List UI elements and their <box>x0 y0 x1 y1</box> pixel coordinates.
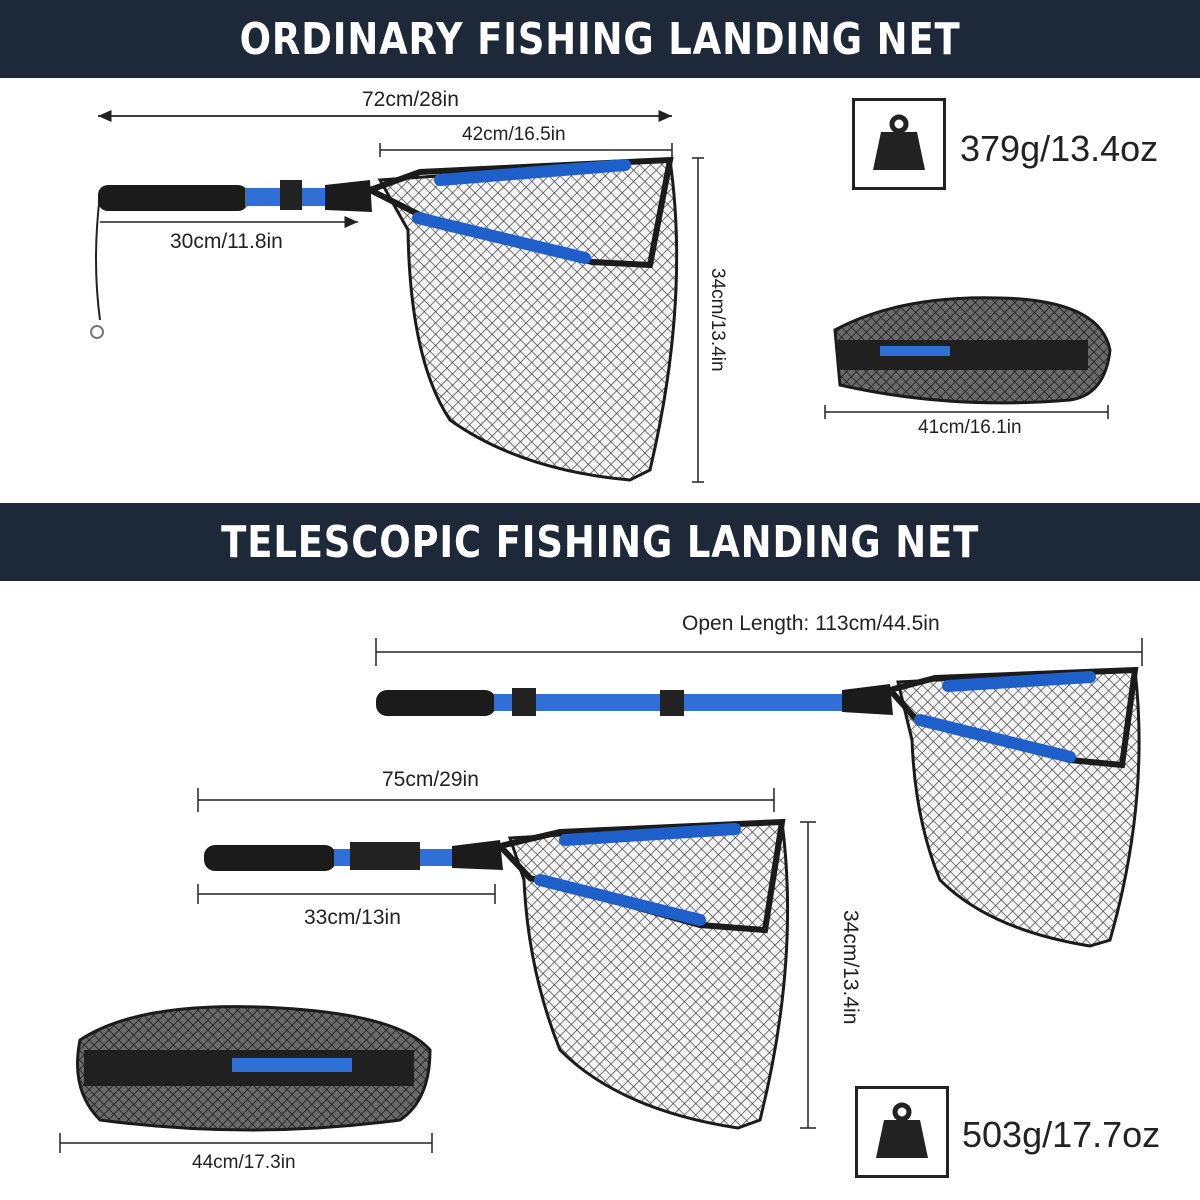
telescopic-folded-net-image <box>76 1005 432 1132</box>
telescopic-handle-length-label: 33cm/13in <box>304 906 401 929</box>
telescopic-closed-net-image <box>204 818 790 1130</box>
telescopic-open-net-image <box>376 666 1141 948</box>
ordinary-folded-net-image <box>833 296 1112 405</box>
weight-icon <box>873 114 925 170</box>
ordinary-hoop-width-label: 42cm/16.5in <box>462 124 566 145</box>
ordinary-handle-length-label: 30cm/11.8in <box>170 230 283 253</box>
telescopic-title-text: TELESCOPIC FISHING LANDING NET <box>221 516 979 568</box>
weight-icon <box>876 1102 928 1158</box>
telescopic-net-depth-label: 34cm/13.4in <box>839 910 862 1025</box>
ordinary-net-image <box>90 156 679 482</box>
ordinary-folded-length-label: 41cm/16.1in <box>918 417 1022 438</box>
ordinary-title-text: ORDINARY FISHING LANDING NET <box>239 13 961 65</box>
telescopic-weight-value: 503g/17.7oz <box>962 1114 1161 1155</box>
ordinary-net-depth-label: 34cm/13.4in <box>707 268 728 372</box>
ordinary-weight-value: 379g/13.4oz <box>960 128 1159 169</box>
telescopic-folded-length-label: 44cm/17.3in <box>192 1152 296 1173</box>
telescopic-weight-badge <box>855 1086 949 1178</box>
ordinary-weight-badge <box>852 98 946 190</box>
telescopic-open-length-label: Open Length: 113cm/44.5in <box>682 612 940 635</box>
section-title-ordinary: ORDINARY FISHING LANDING NET <box>0 0 1200 78</box>
ordinary-total-length-label: 72cm/28in <box>362 88 459 111</box>
telescopic-closed-length-label: 75cm/29in <box>382 768 479 791</box>
section-title-telescopic: TELESCOPIC FISHING LANDING NET <box>0 503 1200 581</box>
